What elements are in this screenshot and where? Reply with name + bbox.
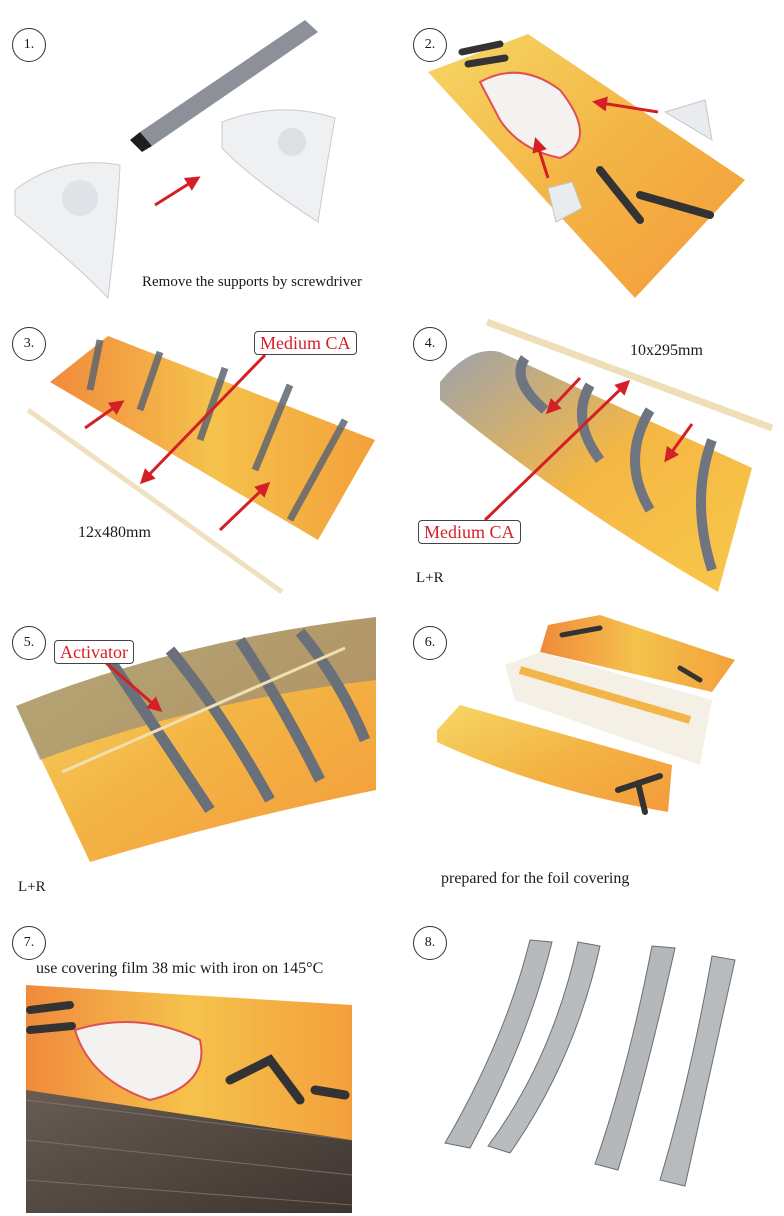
step-number-1: 1. <box>12 28 46 62</box>
strip-2 <box>487 941 601 1154</box>
step-6-caption: prepared for the foil covering <box>441 870 630 887</box>
step-5-activator-tag: Activator <box>54 640 134 664</box>
panel-3-illustration <box>26 336 375 595</box>
step-number-2: 2. <box>413 28 447 62</box>
step-number-3: 3. <box>12 327 46 361</box>
panel-6-illustration <box>437 615 735 815</box>
fin-panel <box>428 34 745 298</box>
support-right <box>221 109 336 223</box>
panel-8-illustration <box>444 939 736 1187</box>
step-5-side: L+R <box>18 879 46 895</box>
panel-7-illustration <box>25 985 353 1213</box>
panel-4-illustration <box>440 318 774 592</box>
step-number-8: 8. <box>413 926 447 960</box>
panel-1-illustration <box>14 20 336 300</box>
step-1-caption: Remove the supports by screwdriver <box>142 274 362 290</box>
step-3-ca-tag: Medium CA <box>254 331 357 355</box>
strip-3 <box>594 945 676 1171</box>
panel-5-illustration <box>16 617 376 862</box>
wing-panel-3 <box>50 336 375 540</box>
strip-1 <box>444 939 553 1149</box>
step-number-7: 7. <box>12 926 46 960</box>
step-4-side: L+R <box>416 570 444 586</box>
spar-12x480 <box>26 407 284 595</box>
support-b <box>547 181 583 223</box>
step-number-4: 4. <box>413 327 447 361</box>
activator-spar <box>61 646 346 774</box>
spar-10x295 <box>485 318 774 432</box>
step-number-5: 5. <box>12 626 46 660</box>
strip-4 <box>659 955 736 1187</box>
wing-panel-4 <box>440 350 752 592</box>
step-4-dimension: 10x295mm <box>630 342 703 359</box>
step-3-dimension: 12x480mm <box>78 524 151 541</box>
step-number-6: 6. <box>413 626 447 660</box>
screwdriver-shaft <box>140 20 318 146</box>
part-bottom <box>437 705 672 812</box>
support-a <box>663 99 713 141</box>
panel-2-illustration <box>428 34 745 298</box>
step-7-caption: use covering film 38 mic with iron on 14… <box>36 960 324 977</box>
support-left <box>14 162 121 300</box>
step-4-ca-tag: Medium CA <box>418 520 521 544</box>
